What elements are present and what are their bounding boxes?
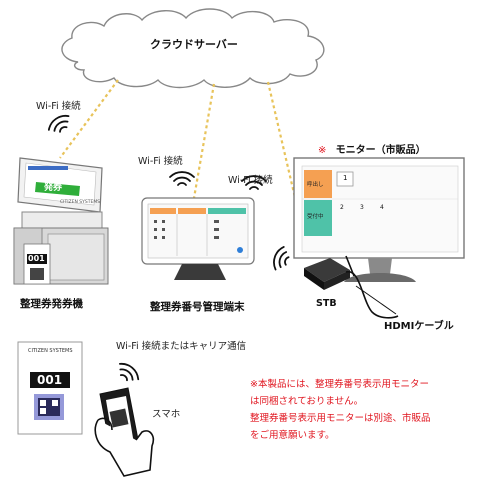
note-line: 整理券番号表示用モニターは別途、市販品	[250, 413, 431, 424]
ticket-number: 001	[37, 373, 63, 387]
kiosk-device	[13, 157, 109, 285]
kiosk-ticket-number: 001	[28, 254, 45, 263]
cloud-label: クラウドサーバー	[150, 38, 238, 51]
tablet-connection-line	[192, 83, 216, 199]
monitor-waiting-number: 2	[340, 204, 344, 211]
monitor-waiting-label: 受付中	[307, 214, 324, 220]
wifi-icon-kiosk	[47, 114, 70, 133]
monitor-device	[293, 157, 465, 282]
kiosk-connection-line	[59, 79, 119, 159]
cloud-shape	[61, 8, 325, 89]
note-line: をご用意願います。	[250, 430, 335, 441]
phone-wifi-label: Wi-Fi 接続またはキャリア通信	[116, 341, 247, 352]
ticket-brand: CITIZEN SYSTEMS	[28, 348, 73, 354]
tablet-device	[141, 197, 255, 280]
kiosk-label: 整理券発券機	[20, 298, 83, 310]
connection-lines	[59, 79, 306, 237]
stb-label: STB	[316, 298, 337, 309]
monitor-wifi-label: Wi-Fi 接続	[228, 175, 273, 186]
kiosk-issue-button: 発券	[44, 183, 63, 193]
wifi-icon-stb	[273, 246, 290, 271]
monitor-waiting-number: 3	[360, 204, 364, 211]
phone-label: スマホ	[152, 409, 181, 420]
wifi-icon-phone	[118, 362, 140, 382]
monitor-calling-number: 1	[343, 174, 348, 182]
kiosk-brand: CITIZEN SYSTEMS	[60, 200, 101, 205]
smartphone-in-hand	[94, 387, 155, 477]
stb-device	[304, 258, 350, 290]
hdmi-pointer-line	[355, 285, 397, 315]
note-line: ※本製品には、整理券番号表示用モニター	[250, 379, 429, 390]
kiosk-wifi-label: Wi-Fi 接続	[36, 101, 81, 112]
monitor-title-text: モニター（市販品）	[335, 145, 426, 156]
stb-connection-line	[266, 81, 306, 237]
monitor-title-mark: ※	[318, 145, 327, 156]
monitor-title: ※ モニター（市販品）	[318, 141, 426, 156]
wifi-icon-tablet	[169, 171, 195, 186]
tablet-wifi-label: Wi-Fi 接続	[138, 156, 183, 167]
wifi-icon-monitor	[241, 175, 267, 190]
monitor-waiting-number: 4	[380, 204, 384, 211]
hdmi-cable	[345, 271, 399, 319]
monitor-calling-label: 呼出し	[307, 182, 324, 188]
paper-ticket	[17, 341, 83, 435]
hdmi-label: HDMIケーブル	[384, 321, 454, 332]
note-line: は同梱されておりません。	[250, 396, 364, 407]
tablet-label: 整理券番号管理端末	[150, 301, 245, 313]
